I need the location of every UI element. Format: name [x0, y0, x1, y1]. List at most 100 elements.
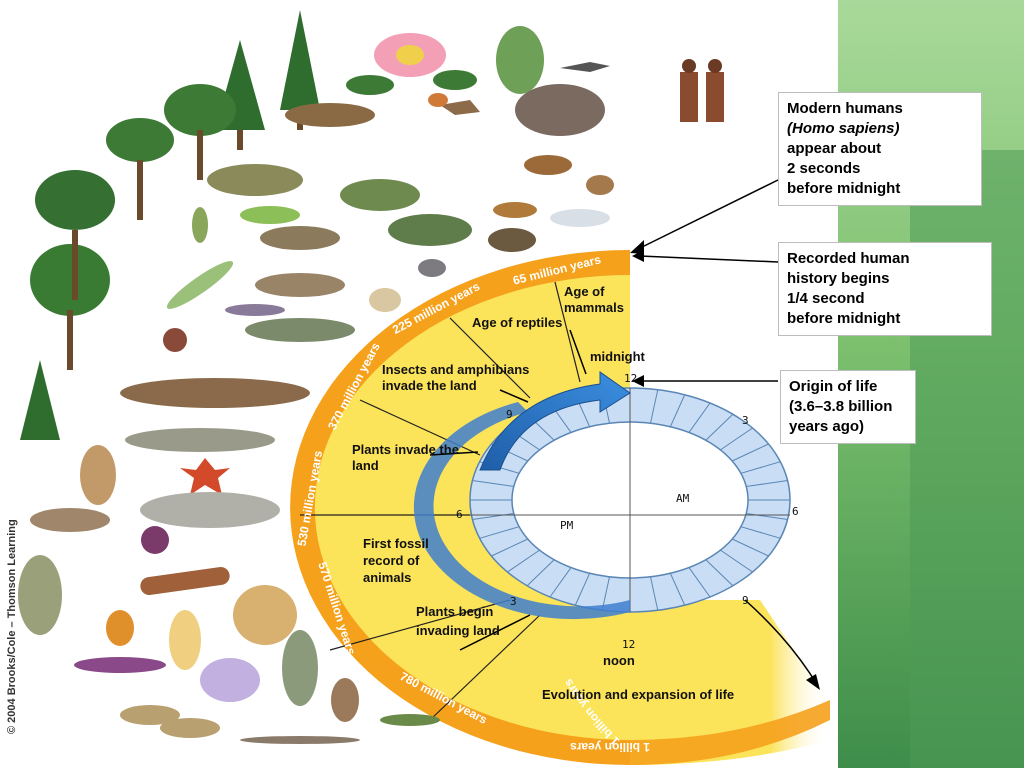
copyright-text: © 2004 Brooks/Cole – Thomson Learning [6, 519, 18, 734]
arrowhead-origin-of-life [632, 375, 644, 387]
clock-ring-tick [549, 567, 572, 598]
starfish-icon [180, 458, 230, 495]
clock-ring-tick [688, 402, 711, 433]
lobe-fin-fish-icon [120, 378, 310, 408]
clock-ring-tick [720, 427, 753, 451]
sea-scorpion-icon [30, 508, 110, 532]
callout-line: (Homo sapiens) [787, 120, 900, 137]
flower-icon [346, 33, 477, 95]
sponge-icon [106, 610, 134, 646]
elephant-icon [515, 84, 605, 136]
arrow-mammals [569, 329, 587, 375]
clock-hour-9-left: 9 [506, 408, 513, 421]
lizard-icon [260, 226, 340, 250]
clock-ring-tick [601, 576, 610, 611]
label-noon: noon [603, 653, 635, 668]
arrow-modern-humans [635, 179, 779, 251]
dragonfly-icon [166, 261, 234, 309]
clock-ring-tick [669, 573, 686, 606]
butterfly-icon [428, 93, 448, 107]
jellyfish-icon [200, 658, 260, 702]
fern-icon [20, 360, 60, 440]
amphibian-icon [245, 318, 355, 342]
orange-tail [630, 700, 830, 765]
callout-line: years ago) [789, 418, 865, 435]
horse-icon [524, 155, 572, 175]
clock-hour-3-right: 3 [742, 414, 749, 427]
sector-lines [300, 281, 581, 721]
clock-ring-tick [740, 526, 781, 539]
grasshopper-icon [240, 206, 300, 224]
divider-fossil [329, 599, 511, 651]
eurypterid-icon [80, 445, 116, 505]
rabbit-icon [586, 175, 614, 195]
bird-icons [428, 62, 610, 115]
sea-life-icons [18, 378, 440, 744]
callout-origin-of-life: Origin of life (3.6–3.8 billion years ag… [780, 370, 916, 444]
bird-icon [560, 62, 610, 72]
callout-line: 2 seconds [787, 160, 861, 177]
insect-icons [163, 206, 401, 352]
sauropod-icon [388, 214, 472, 246]
label-insects-amphibians: Insects and amphibians invade the land [382, 362, 530, 393]
organism-illustrations [18, 10, 724, 744]
clock-ring-tick [472, 480, 514, 487]
clock-ring-tick [650, 576, 659, 611]
clock [413, 371, 791, 620]
snail-icon [369, 288, 401, 312]
arrowhead-evolution [806, 674, 820, 690]
clock-ring-tick [705, 413, 734, 441]
turtle-icon [488, 228, 536, 252]
seaweed-icon [18, 555, 62, 635]
grass-icon [496, 26, 544, 94]
clock-ring-tick [650, 389, 659, 424]
callout-line: before midnight [787, 180, 901, 197]
human-icon [706, 72, 724, 122]
crinoid-icon [169, 610, 201, 670]
clock-ring-tick [740, 461, 781, 474]
divider-reptiles [449, 317, 531, 399]
clock-hour-6-right: 6 [792, 505, 799, 518]
callout-recorded-history: Recorded human history begins 1/4 second… [778, 242, 992, 336]
millipede-icon [225, 304, 285, 316]
reptile-icons [207, 103, 537, 342]
clock-hour-3-left: 3 [510, 595, 517, 608]
worm-icon [74, 657, 166, 673]
clock-ring-tick [507, 549, 540, 573]
clock-pm-label: PM [560, 519, 574, 532]
arrowhead-modern-humans [630, 240, 644, 254]
cricket-icon [192, 207, 208, 243]
divider-mammals [554, 281, 581, 383]
disc-organism-icon [160, 718, 220, 738]
label-first-fossil: First fossil record of animals [363, 536, 429, 585]
arrow-evolution [744, 599, 819, 687]
label-plants-begin: Plants begin invading land [416, 604, 500, 638]
trilobite-icon [233, 585, 297, 645]
tree-icons [20, 10, 544, 440]
clock-am-label: AM [676, 492, 690, 505]
clock-ring-tick [491, 538, 529, 557]
arrow-insects [499, 389, 529, 403]
callout-line: (3.6–3.8 billion [789, 398, 893, 415]
callout-line: Recorded human [787, 250, 910, 267]
callout-line: Modern humans [787, 100, 903, 117]
clock-ring-tick [746, 480, 788, 487]
mammal-icons [418, 59, 724, 277]
label-age-of-reptiles: Age of reptiles [472, 315, 563, 330]
algae-icon [380, 714, 440, 726]
clock-hour-6-left: 6 [456, 508, 463, 521]
callout-line: before midnight [787, 310, 901, 327]
label-plants-invade: Plants invade the land [352, 442, 459, 473]
nautiloid-icon [140, 566, 230, 596]
clock-ring-tick [479, 526, 520, 539]
bird-icon [440, 100, 480, 115]
callout-line: Origin of life [789, 378, 878, 395]
label-midnight: midnight [590, 349, 645, 364]
clock-ring-tick [731, 443, 769, 462]
clock-hour-12-bottom: 12 [622, 638, 636, 651]
palm-tree-icon [164, 84, 236, 136]
divider-plants-begin [429, 614, 541, 721]
callout-line: 1/4 second [787, 290, 865, 307]
